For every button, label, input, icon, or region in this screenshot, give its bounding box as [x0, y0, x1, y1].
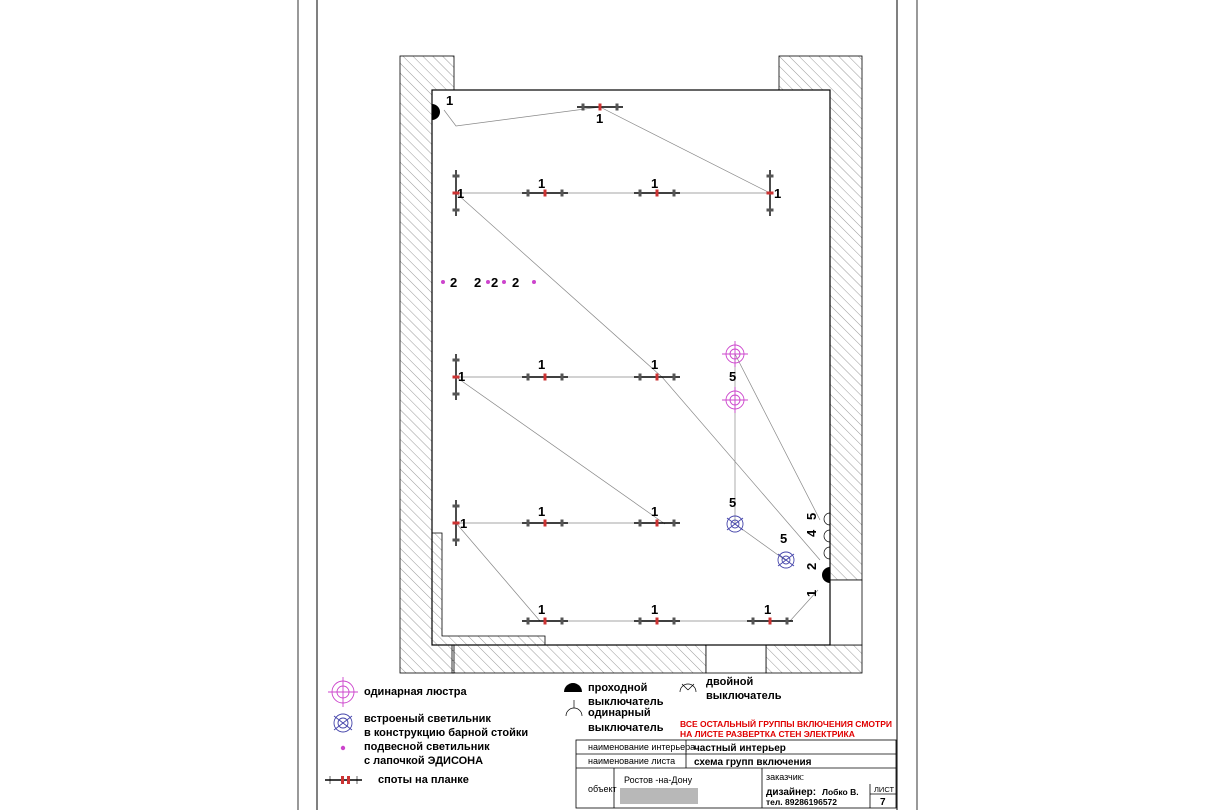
pass-switch-icon — [432, 104, 440, 120]
spot-group-label: 1 — [460, 516, 467, 531]
pass-switch-icon — [822, 567, 830, 583]
spot-bar-icon — [522, 189, 568, 197]
spot-group-label: 1 — [651, 176, 658, 191]
builtin-light-icon — [777, 551, 795, 569]
tb-interior-label: наименование интерьера — [588, 742, 695, 752]
builtin-group-label: 5 — [729, 495, 736, 510]
redacted-block — [620, 788, 698, 804]
spot-bar-icon — [522, 617, 568, 625]
legend-double-switch-label-2: выключатель — [706, 690, 782, 702]
spot-group-label: 1 — [538, 176, 545, 191]
legend-single-switch-label: одинарный — [588, 707, 651, 719]
pendant-light-icon — [532, 280, 536, 284]
chandelier-icon — [722, 341, 748, 367]
spot-group-label: 1 — [651, 504, 658, 519]
tb-sheet-label: наименование листа — [588, 756, 675, 766]
tb-designer-name: Лобко В. — [822, 787, 859, 797]
tb-sheet-value: схема групп включения — [694, 757, 812, 768]
tb-list-label: ЛИСТ — [874, 785, 894, 794]
legend-pass-switch-label: проходной — [588, 682, 647, 694]
builtin-light-icon — [726, 515, 744, 533]
legend-pendant-label-2: с лапочкой ЭДИСОНА — [364, 755, 483, 767]
chandelier-group-label: 5 — [729, 369, 736, 384]
tb-object-label: объект — [588, 784, 617, 794]
spot-group-label: 1 — [774, 186, 781, 201]
spot-group-label: 1 — [458, 369, 465, 384]
spot-bar-icon — [634, 617, 680, 625]
legend-single-switch-label-2: выключатель — [588, 722, 664, 734]
legend-chandelier-label: одинарная люстра — [364, 686, 467, 698]
spot-group-label: 1 — [538, 357, 545, 372]
switch-label: 5 — [804, 513, 819, 520]
pendant-light-icon — [502, 280, 506, 284]
legend-double-switch-label: двойной — [706, 676, 753, 688]
spot-bar-icon — [522, 373, 568, 381]
single-switch-icon — [823, 512, 831, 526]
pendant-light-icon — [486, 280, 490, 284]
chandelier-fixtures: 5 — [722, 341, 748, 413]
spot-bar-icon — [747, 617, 793, 625]
spot-bar-icon — [522, 519, 568, 527]
pendant-group-label: 2 — [450, 275, 457, 290]
legend-pendant-icon — [340, 745, 346, 751]
pendant-group-label: 2 — [512, 275, 519, 290]
spot-bar-icon — [452, 170, 460, 216]
legend: одинарная люстра встроеный светильник в … — [325, 676, 782, 786]
spot-group-label: 1 — [538, 504, 545, 519]
legend-double-switch-icon — [679, 683, 697, 693]
legend-chandelier-icon — [328, 677, 358, 707]
spot-bar-icon — [452, 354, 460, 400]
spot-bar-icon — [577, 103, 623, 111]
switch-label: 1 — [446, 93, 453, 108]
room-walls — [399, 55, 863, 674]
tb-object-value: Ростов -на-Дону — [624, 775, 693, 785]
switches: 1 5 4 2 1 — [432, 93, 831, 597]
single-switch-icon — [823, 546, 831, 560]
pendant-group-label: 2 — [474, 275, 481, 290]
legend-spot-icon — [325, 776, 362, 784]
legend-pendant-label: подвесной светильник — [364, 741, 490, 753]
builtin-group-label: 5 — [780, 531, 787, 546]
spot-group-label: 1 — [457, 186, 464, 201]
sheet-frame — [297, 0, 918, 810]
spot-bar-icon — [766, 170, 774, 216]
tb-phone: тел. 89286196572 — [766, 797, 837, 807]
spot-group-label: 1 — [764, 602, 771, 617]
spot-group-label: 1 — [651, 357, 658, 372]
title-block: наименование интерьера частный интерьер … — [575, 739, 897, 809]
spot-bar-icon — [634, 189, 680, 197]
spot-group-label: 1 — [596, 111, 603, 126]
legend-single-switch-icon — [565, 700, 583, 717]
legend-pass-switch-label-2: выключатель — [588, 696, 664, 708]
legend-builtin-icon — [333, 713, 353, 733]
spot-group-label: 1 — [651, 602, 658, 617]
switch-label: 2 — [804, 563, 819, 570]
switch-label: 1 — [804, 590, 819, 597]
red-note: ВСЕ ОСТАЛЬНЫЙ ГРУППЫ ВКЛЮЧЕНИЯ СМОТРИ НА… — [680, 718, 892, 739]
chandelier-icon — [722, 387, 748, 413]
note-line-1: ВСЕ ОСТАЛЬНЫЙ ГРУППЫ ВКЛЮЧЕНИЯ СМОТРИ — [680, 718, 892, 729]
legend-spot-label: споты на планке — [378, 774, 469, 786]
spot-group-label: 1 — [538, 602, 545, 617]
note-line-2: НА ЛИСТЕ РАЗВЕРТКА СТЕН ЭЛЕКТРИКА — [680, 729, 855, 739]
tb-customer-label: заказчик: — [766, 772, 804, 782]
spot-bar-icon — [634, 519, 680, 527]
double-switch-icon — [823, 529, 831, 543]
legend-pass-switch-icon — [564, 683, 582, 692]
spot-fixtures: 1 1 1 1 1 1 1 1 1 1 1 1 1 1 — [452, 103, 793, 625]
pendant-group-label: 2 — [491, 275, 498, 290]
tb-designer-label: дизайнер: — [766, 787, 816, 798]
tb-interior-value: частный интерьер — [694, 743, 786, 754]
bar-counter — [431, 532, 546, 646]
tb-list-value: 7 — [880, 797, 886, 808]
builtin-fixtures: 5 5 — [726, 495, 795, 569]
legend-builtin-label: встроеный светильник — [364, 713, 491, 725]
switch-label: 4 — [804, 529, 819, 537]
pendant-light-icon — [441, 280, 445, 284]
legend-builtin-label-2: в конструкцию барной стойки — [364, 727, 528, 739]
spot-bar-icon — [452, 500, 460, 546]
spot-bar-icon — [634, 373, 680, 381]
